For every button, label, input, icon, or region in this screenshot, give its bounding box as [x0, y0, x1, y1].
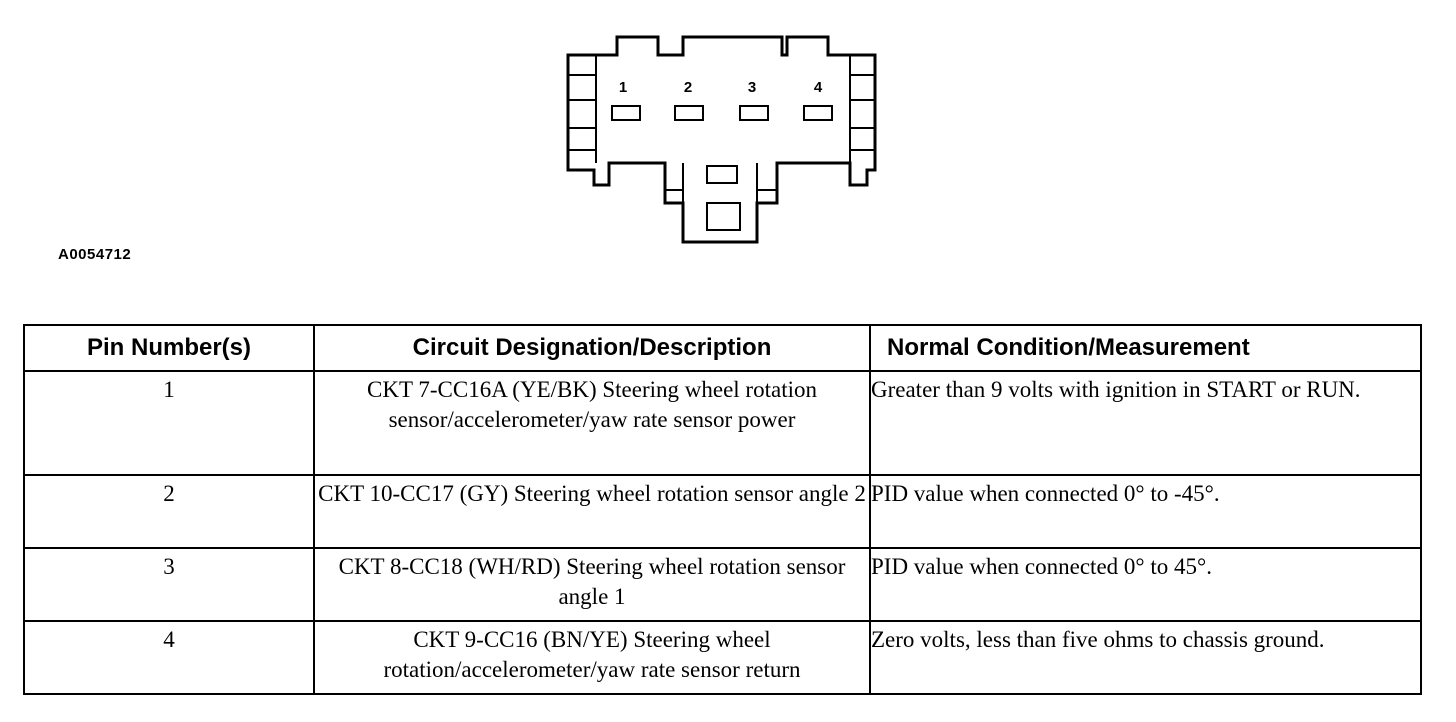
- table-row: 4 CKT 9-CC16 (BN/YE) Steering wheel rota…: [23, 620, 1422, 695]
- figure-id: A0054712: [58, 246, 132, 263]
- condition-cell: PID value when connected 0° to 45°.: [869, 547, 1422, 622]
- condition-cell: PID value when connected 0° to -45°.: [869, 474, 1422, 549]
- pin-cavity-center: [706, 165, 738, 184]
- pin-cavity-4: [803, 105, 833, 121]
- pin-cavity-3: [739, 105, 769, 121]
- pin-number-cell: 3: [23, 547, 315, 622]
- connector-left-latch: [568, 74, 596, 151]
- circuit-cell: CKT 9-CC16 (BN/YE) Steering wheel rotati…: [313, 620, 871, 695]
- circuit-cell: CKT 10-CC17 (GY) Steering wheel rotation…: [313, 474, 871, 549]
- pin-label-1: 1: [619, 79, 627, 96]
- pin-label-2: 2: [684, 79, 692, 96]
- circuit-cell: CKT 7-CC16A (YE/BK) Steering wheel rotat…: [313, 370, 871, 476]
- connector-inner-edge: [595, 55, 851, 163]
- connector-right-latch: [850, 74, 875, 151]
- connector-key-cavity: [706, 202, 741, 231]
- table-row: 2 CKT 10-CC17 (GY) Steering wheel rotati…: [23, 474, 1422, 549]
- header-circuit-designation: Circuit Designation/Description: [313, 324, 871, 372]
- pin-number-cell: 4: [23, 620, 315, 695]
- table-header-row: Pin Number(s) Circuit Designation/Descri…: [23, 324, 1422, 372]
- connector-key-edges: [665, 163, 777, 203]
- connector-outline: [566, 35, 877, 244]
- circuit-cell: CKT 8-CC18 (WH/RD) Steering wheel rotati…: [313, 547, 871, 622]
- pin-number-cell: 1: [23, 370, 315, 476]
- pin-cavity-1: [611, 105, 641, 121]
- pin-label-4: 4: [814, 79, 823, 96]
- header-pin-number: Pin Number(s): [23, 324, 315, 372]
- header-normal-condition: Normal Condition/Measurement: [869, 324, 1422, 372]
- pin-label-3: 3: [748, 79, 756, 96]
- pin-cavity-2: [674, 105, 704, 121]
- connector-face-diagram: 1 2 3 4: [566, 35, 877, 244]
- condition-cell: Zero volts, less than five ohms to chass…: [869, 620, 1422, 695]
- condition-cell: Greater than 9 volts with ignition in ST…: [869, 370, 1422, 476]
- pin-table: Pin Number(s) Circuit Designation/Descri…: [23, 324, 1422, 695]
- table-row: 1 CKT 7-CC16A (YE/BK) Steering wheel rot…: [23, 370, 1422, 476]
- table-row: 3 CKT 8-CC18 (WH/RD) Steering wheel rota…: [23, 547, 1422, 622]
- pin-number-cell: 2: [23, 474, 315, 549]
